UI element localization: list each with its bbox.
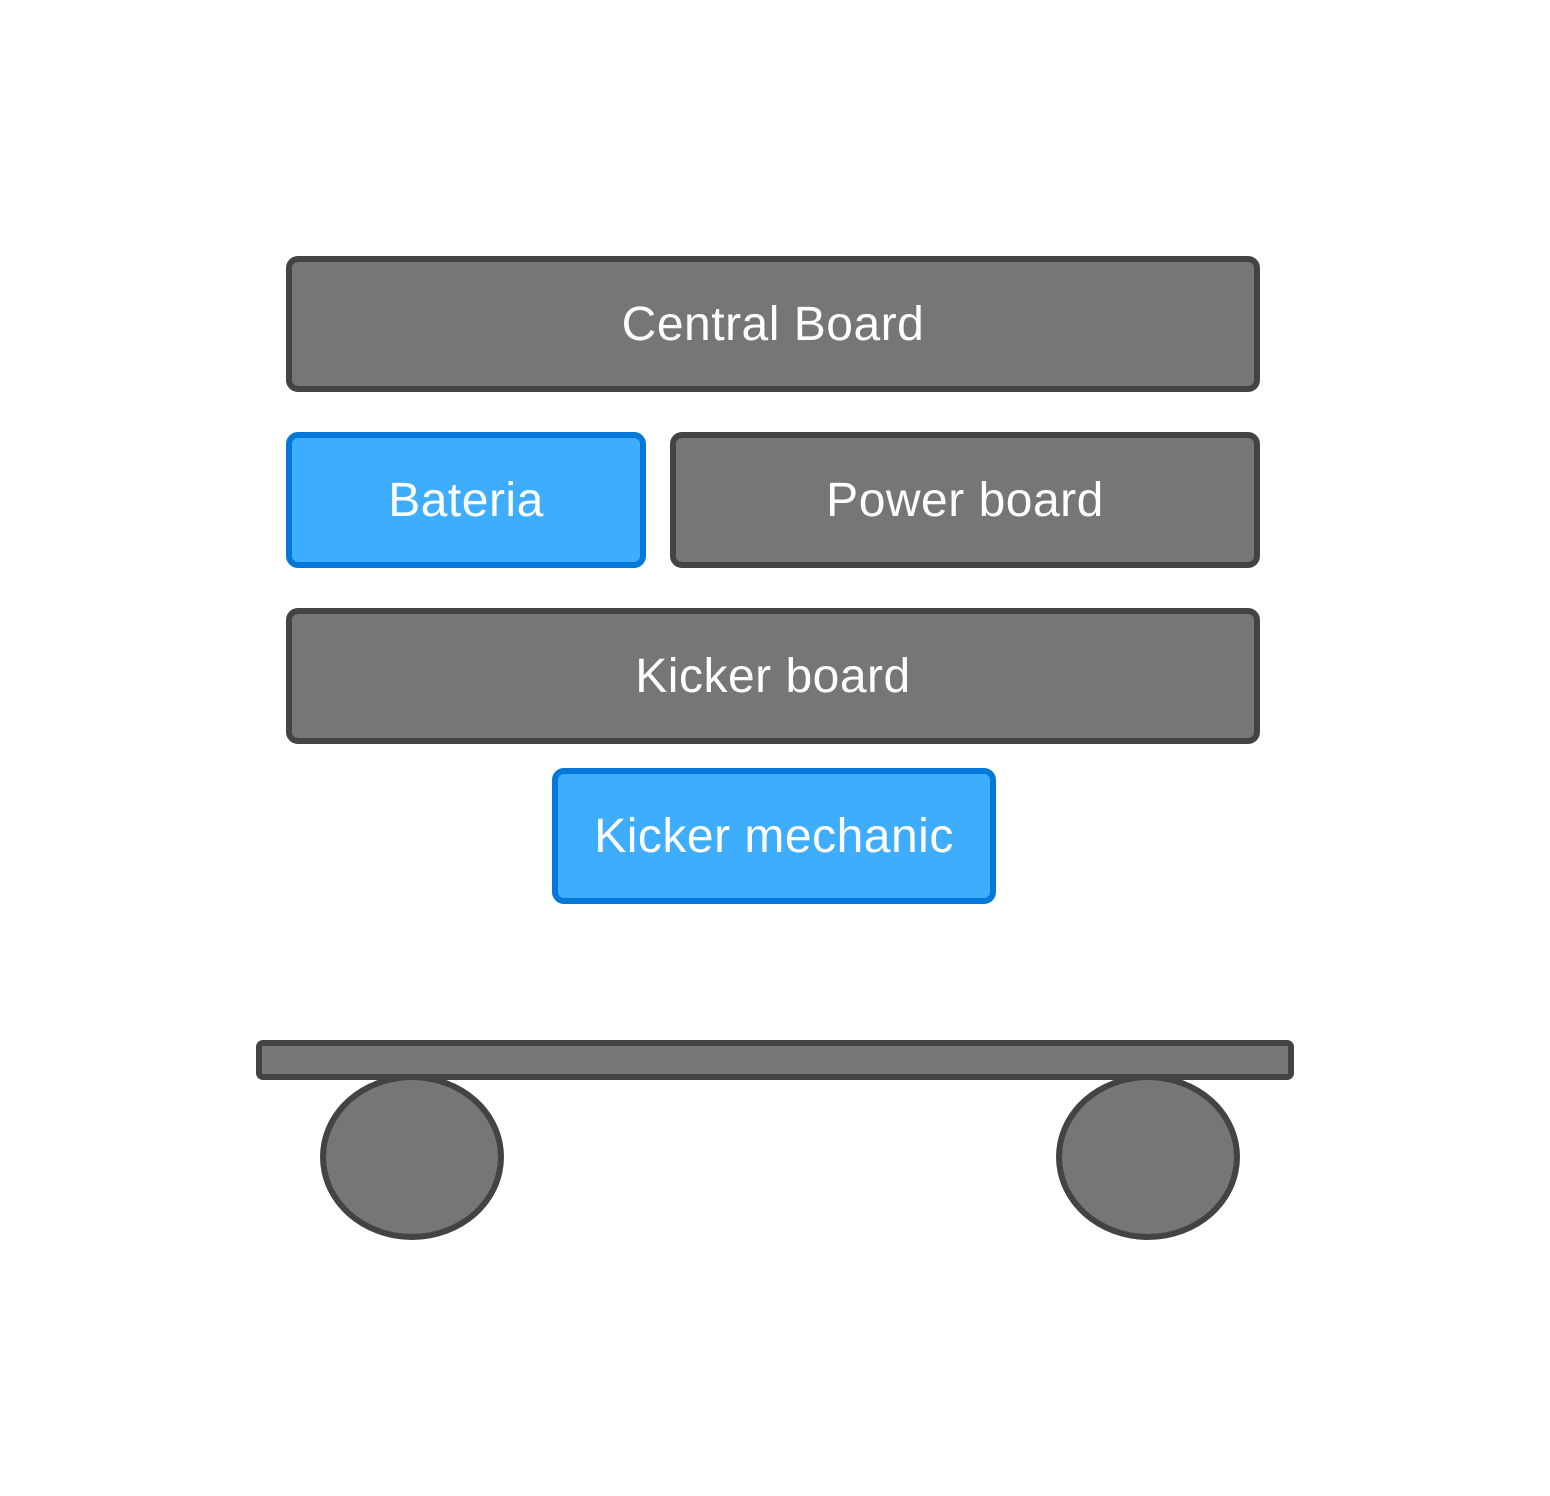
- power-board-block: Power board: [670, 432, 1260, 568]
- bateria-block: Bateria: [286, 432, 646, 568]
- central-board-block: Central Board: [286, 256, 1260, 392]
- kicker-board-block: Kicker board: [286, 608, 1260, 744]
- chassis-plate: [256, 1040, 1294, 1080]
- right-wheel: [1056, 1074, 1240, 1240]
- kicker-mechanic-block: Kicker mechanic: [552, 768, 996, 904]
- left-wheel: [320, 1074, 504, 1240]
